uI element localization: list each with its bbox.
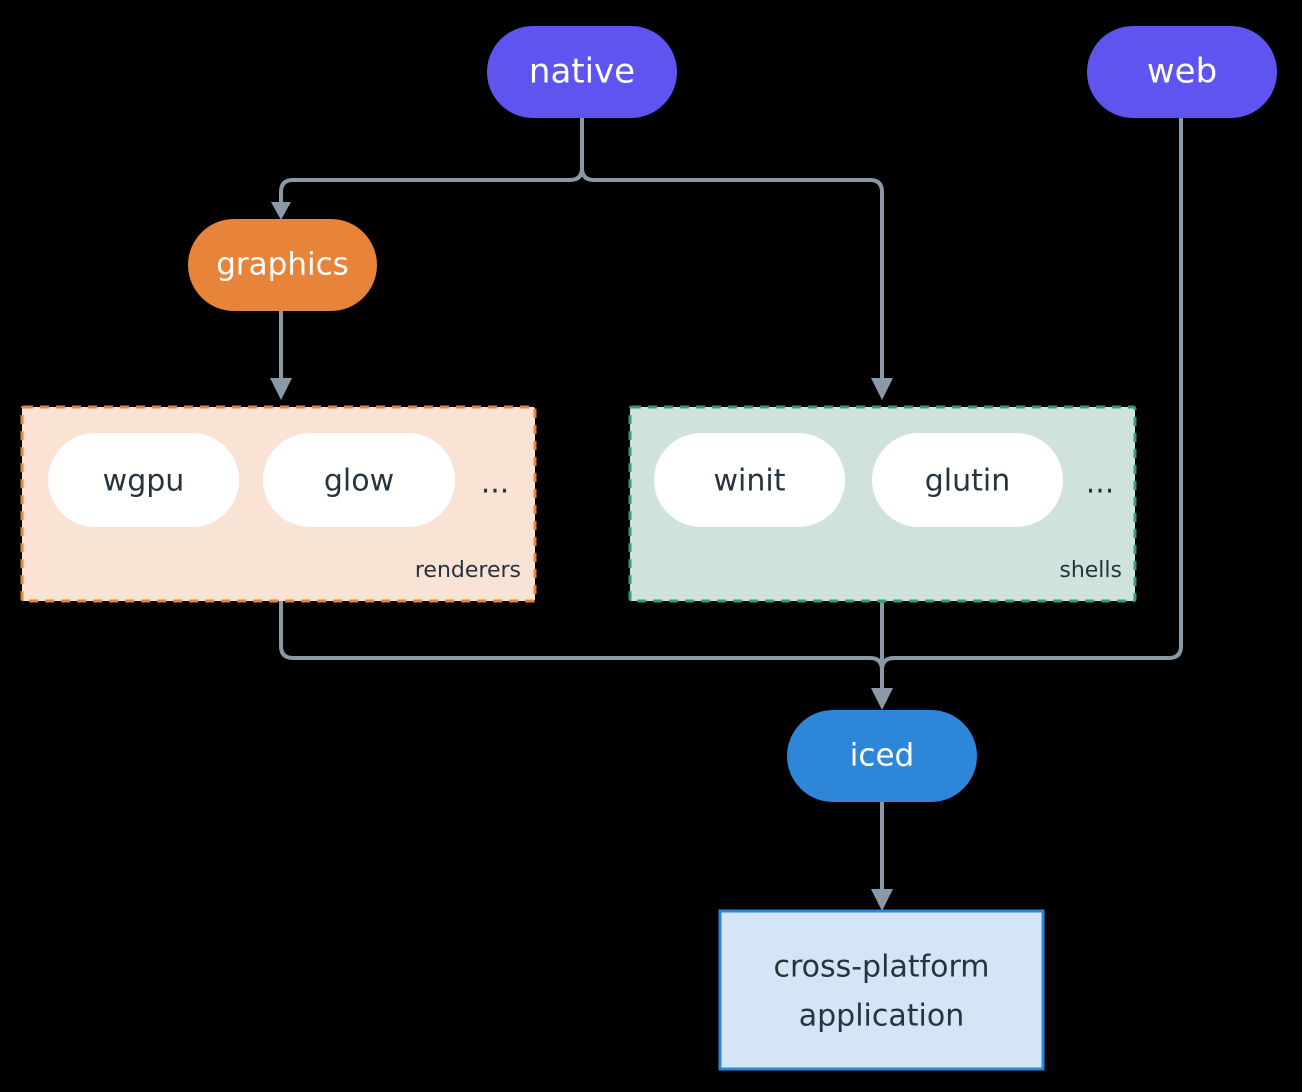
wgpu-pill[interactable]	[48, 433, 239, 527]
node-application[interactable]: cross-platform application	[718, 909, 1045, 1071]
native-shape[interactable]	[487, 26, 677, 118]
node-graphics[interactable]: graphics	[188, 219, 377, 311]
node-native[interactable]: native	[487, 26, 677, 118]
arrowhead-iced-to-application	[871, 889, 893, 911]
application-label-line1: cross-platform	[773, 950, 989, 985]
arrowhead-native-to-shells	[871, 378, 893, 400]
edge-native-to-graphics	[279, 116, 584, 208]
node-iced[interactable]: iced	[787, 710, 977, 802]
glutin-pill[interactable]	[872, 433, 1063, 527]
application-label-line2: application	[799, 999, 964, 1034]
graphics-label: graphics	[216, 247, 349, 283]
glow-label: glow	[324, 464, 394, 499]
glow-pill[interactable]	[263, 433, 455, 527]
winit-pill[interactable]	[654, 433, 845, 527]
web-label: web	[1147, 52, 1217, 92]
web-shape[interactable]	[1087, 26, 1277, 118]
wgpu-label: wgpu	[103, 464, 185, 499]
winit-label: winit	[714, 464, 786, 499]
renderers-overflow-ellipsis: ...	[481, 466, 510, 501]
shells-member-winit[interactable]: winit	[654, 433, 845, 527]
graphics-shape[interactable]	[188, 219, 377, 311]
edge-renderers-to-iced	[279, 599, 884, 692]
renderers-group-label: renderers	[415, 558, 521, 583]
arrowhead-merge-to-iced	[871, 688, 893, 710]
group-renderers: wgpu glow ... renderers	[20, 405, 537, 603]
iced-label: iced	[850, 738, 914, 774]
glutin-label: glutin	[925, 464, 1011, 499]
edge-web-to-iced	[880, 117, 1183, 692]
renderers-member-glow[interactable]: glow	[263, 433, 455, 527]
shells-overflow-ellipsis: ...	[1086, 466, 1115, 501]
group-shells: winit glutin ... shells	[628, 405, 1137, 603]
iced-shape[interactable]	[787, 710, 977, 802]
renderers-member-wgpu[interactable]: wgpu	[48, 433, 239, 527]
shells-group-label: shells	[1059, 558, 1122, 583]
application-shape[interactable]	[718, 909, 1045, 1071]
arrowhead-native-to-graphics	[271, 202, 291, 220]
edge-native-to-shells	[580, 116, 884, 383]
native-label: native	[529, 52, 635, 92]
shells-member-glutin[interactable]: glutin	[872, 433, 1063, 527]
edge-layer	[270, 116, 1183, 911]
arrowhead-graphics-to-renderers	[270, 378, 292, 400]
node-web[interactable]: web	[1087, 26, 1277, 118]
